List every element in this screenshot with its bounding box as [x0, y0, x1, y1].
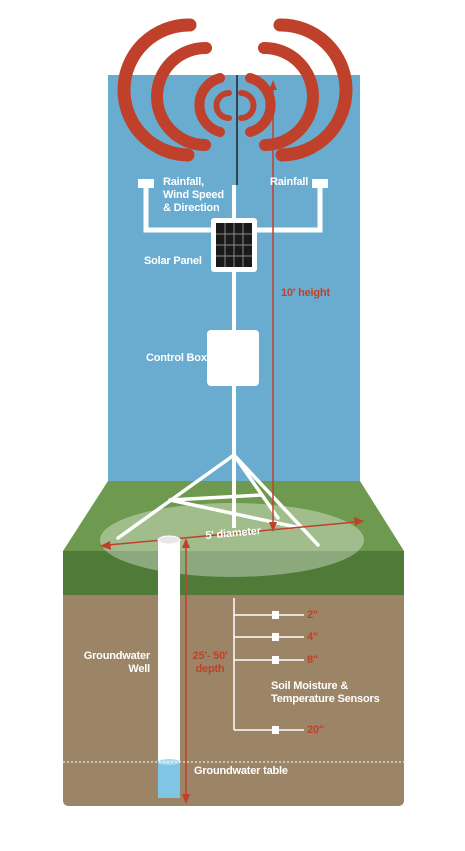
groundwater-well	[157, 535, 181, 798]
right-arm	[234, 188, 323, 233]
control-box-label: Control Box	[146, 352, 207, 364]
height-label: 10' height	[281, 287, 330, 299]
ground-edge	[63, 551, 404, 595]
solar-panel-label: Solar Panel	[144, 255, 202, 267]
depth-arrow	[182, 538, 190, 804]
groundwater-well-label: Groundwater Well	[83, 650, 150, 675]
groundwater-table-label: Groundwater table	[194, 765, 288, 777]
radio-waves-icon	[117, 18, 353, 162]
height-arrow	[269, 80, 277, 532]
rain-gauge-right-icon	[312, 179, 328, 188]
sensor-probe-icon	[272, 611, 304, 734]
sensor-depth-20: 20"	[307, 724, 324, 736]
sensor-depth-2: 2"	[307, 609, 318, 621]
rainfall-right-label: Rainfall	[270, 176, 309, 188]
rainfall-wind-label: Rainfall, Wind Speed & Direction	[163, 176, 224, 214]
soil-sensors-label: Soil Moisture & Temperature Sensors	[271, 680, 380, 705]
depth-label: 25'- 50' depth	[192, 650, 228, 675]
sensor-depth-8: 8"	[307, 654, 318, 666]
left-arm	[143, 188, 234, 233]
rain-gauge-left-icon	[138, 179, 154, 188]
control-box-icon	[207, 330, 259, 386]
soil-sensors	[233, 598, 272, 731]
solar-panel-icon	[211, 218, 257, 272]
diameter-arrow	[100, 517, 364, 550]
sensor-depth-4: 4"	[307, 631, 318, 643]
